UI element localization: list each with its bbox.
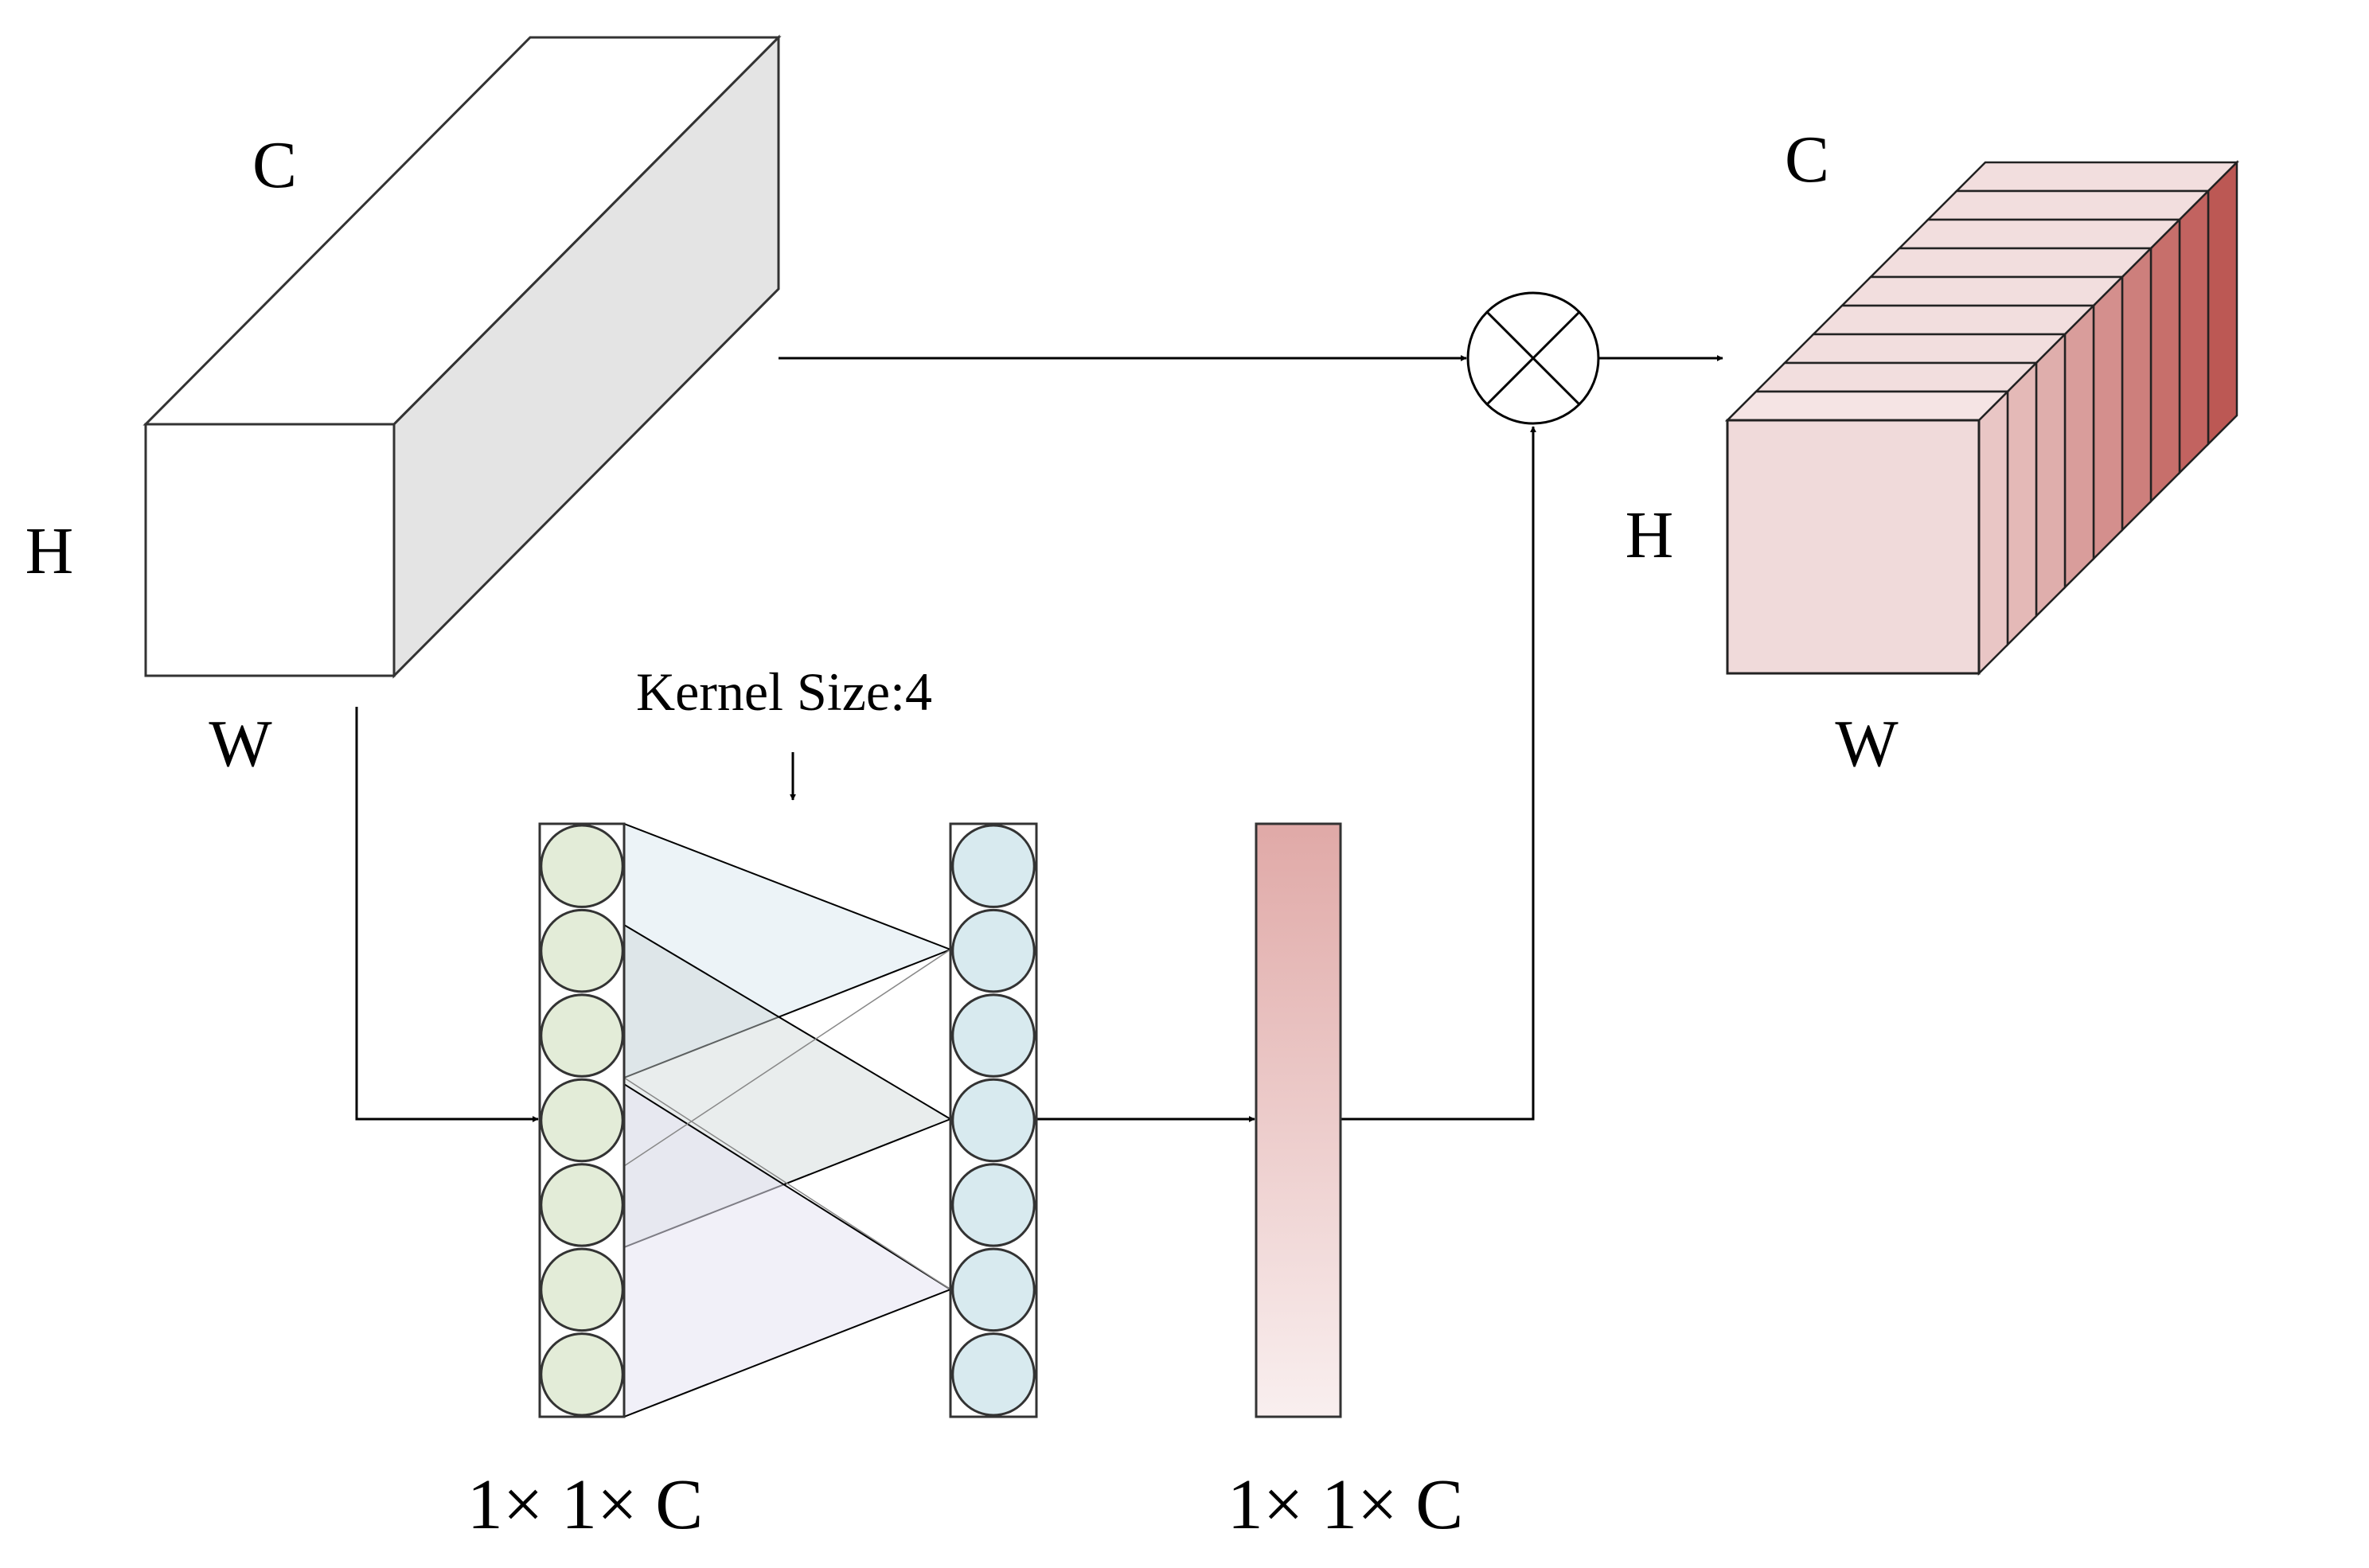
kernel-line-faint: [623, 949, 951, 1167]
output-slice-top: [1724, 390, 2011, 422]
output-width-label: W: [1835, 707, 1899, 781]
pooled-node: [540, 1332, 624, 1417]
output-slice-top: [1867, 247, 2154, 279]
connectors: [355, 355, 1723, 1122]
pooled-node: [540, 1163, 624, 1247]
attention-weights-bar: [1255, 822, 1342, 1418]
output-channel-label: C: [1785, 123, 1829, 197]
conv-node: [951, 1078, 1036, 1163]
input-front-face: [144, 423, 396, 677]
weights-to-multiply-arrow: [1341, 426, 1536, 1121]
kernel-size-label: Kernel Size:4: [636, 661, 932, 722]
pooled-node: [540, 1247, 624, 1332]
conv-node: [951, 993, 1036, 1078]
conv-node: [951, 908, 1036, 993]
output-slice-top: [1953, 161, 2240, 193]
output-slice-side: [2063, 302, 2095, 591]
output-slice-top: [1896, 218, 2183, 250]
pooled-vector: [538, 822, 626, 1418]
output-slice-top: [1839, 275, 2125, 307]
output-slice-side: [2092, 274, 2124, 562]
conv-node: [951, 1332, 1036, 1417]
multiply-icon: [1466, 291, 1600, 425]
output-slice-top: [1753, 361, 2039, 393]
output-slice-top: [1782, 333, 2068, 365]
input-width-label: W: [209, 707, 272, 781]
output-slice-side: [2149, 216, 2181, 505]
input-channel-label: C: [252, 128, 297, 202]
pooled-node: [540, 824, 624, 908]
output-slice-top: [1810, 304, 2097, 336]
output-slice-side: [2207, 159, 2238, 447]
pooled-node: [540, 993, 624, 1078]
conv-node: [951, 1247, 1036, 1332]
pooled-node: [540, 908, 624, 993]
output-slice-side: [2121, 245, 2152, 533]
conv-output-vector: [949, 822, 1038, 1418]
pooled-vector-label: 1× 1× C: [467, 1465, 704, 1544]
pooled-node: [540, 1078, 624, 1163]
input-height-label: H: [25, 514, 74, 588]
input-feature-map: [142, 34, 782, 679]
output-slice-side: [2035, 331, 2067, 619]
attention-vector-label: 1× 1× C: [1227, 1465, 1464, 1544]
kernel-line-faint: [623, 1077, 951, 1290]
conv-node: [951, 824, 1036, 908]
output-feature-map: [1724, 159, 2240, 677]
output-slice-top: [1925, 189, 2211, 221]
output-front-face: [1726, 419, 1981, 675]
pool-arrow: [355, 707, 539, 1122]
output-slice-side: [2178, 188, 2210, 476]
output-slice-side: [1977, 388, 2009, 677]
conv-kernel-connections: [623, 822, 953, 1418]
output-slice-side: [2006, 360, 2038, 648]
conv-node: [951, 1163, 1036, 1247]
output-height-label: H: [1626, 498, 1674, 572]
